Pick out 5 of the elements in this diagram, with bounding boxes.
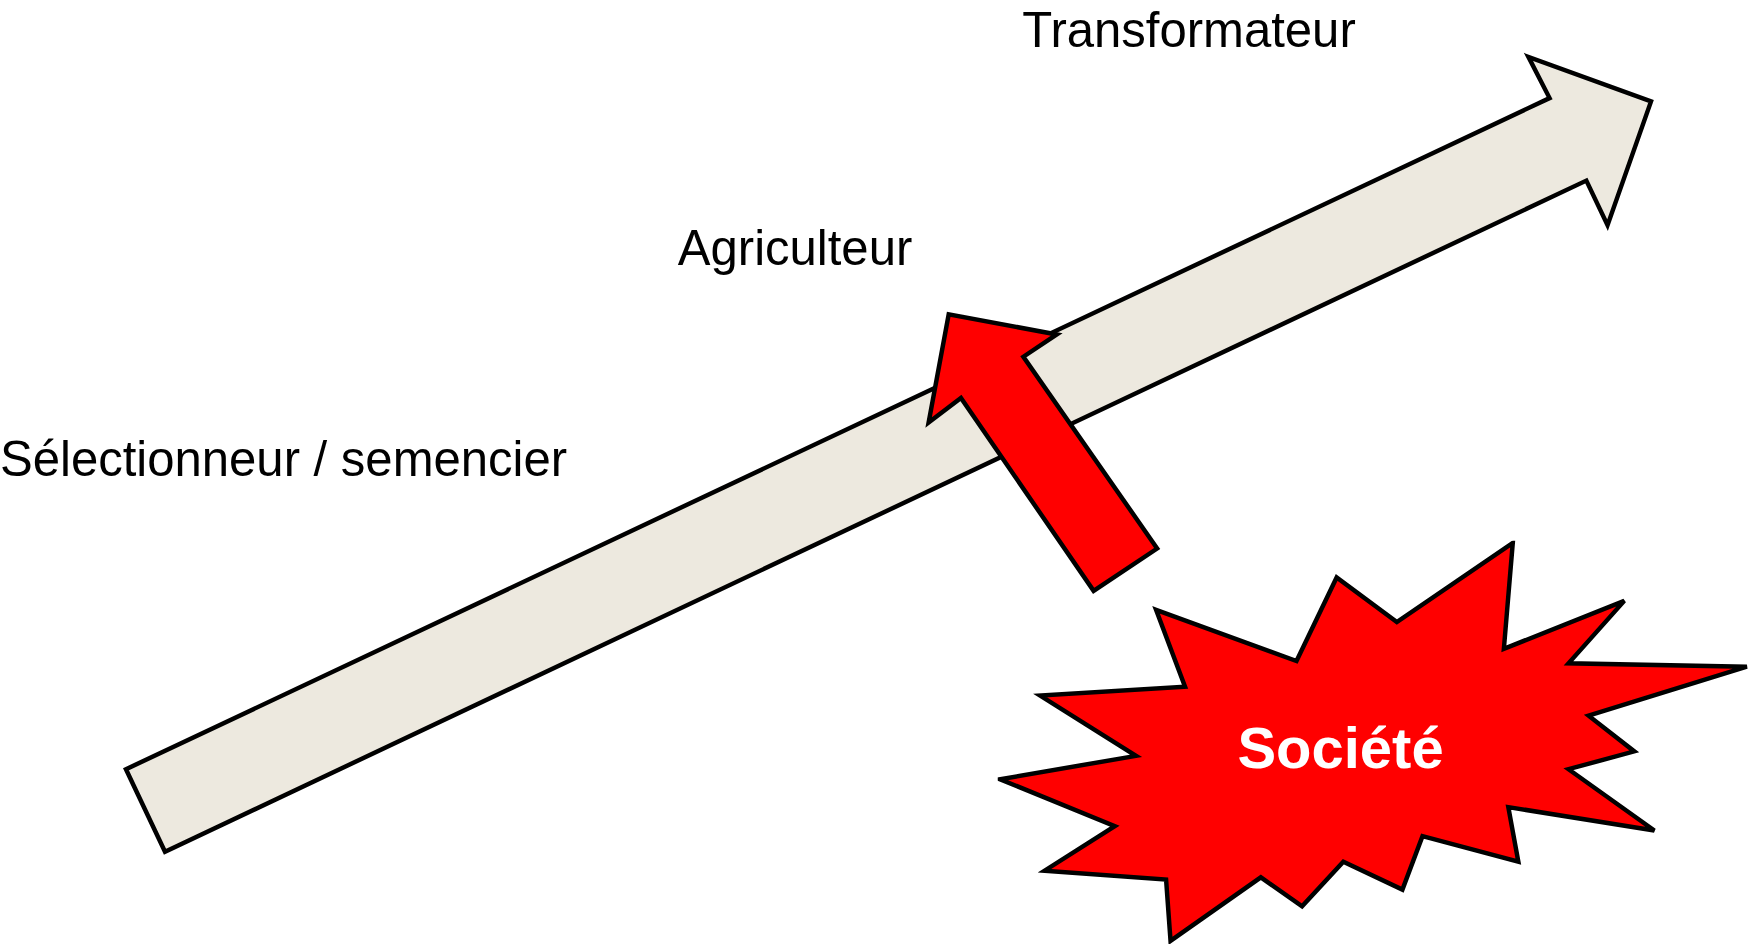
stage-label: Agriculteur xyxy=(677,224,913,274)
stage-label: Sélectionneur / semencier xyxy=(0,434,568,484)
block-arrow xyxy=(925,311,1161,594)
stage-label: Transformateur xyxy=(1022,5,1356,55)
shape-label: Société xyxy=(1237,719,1444,777)
